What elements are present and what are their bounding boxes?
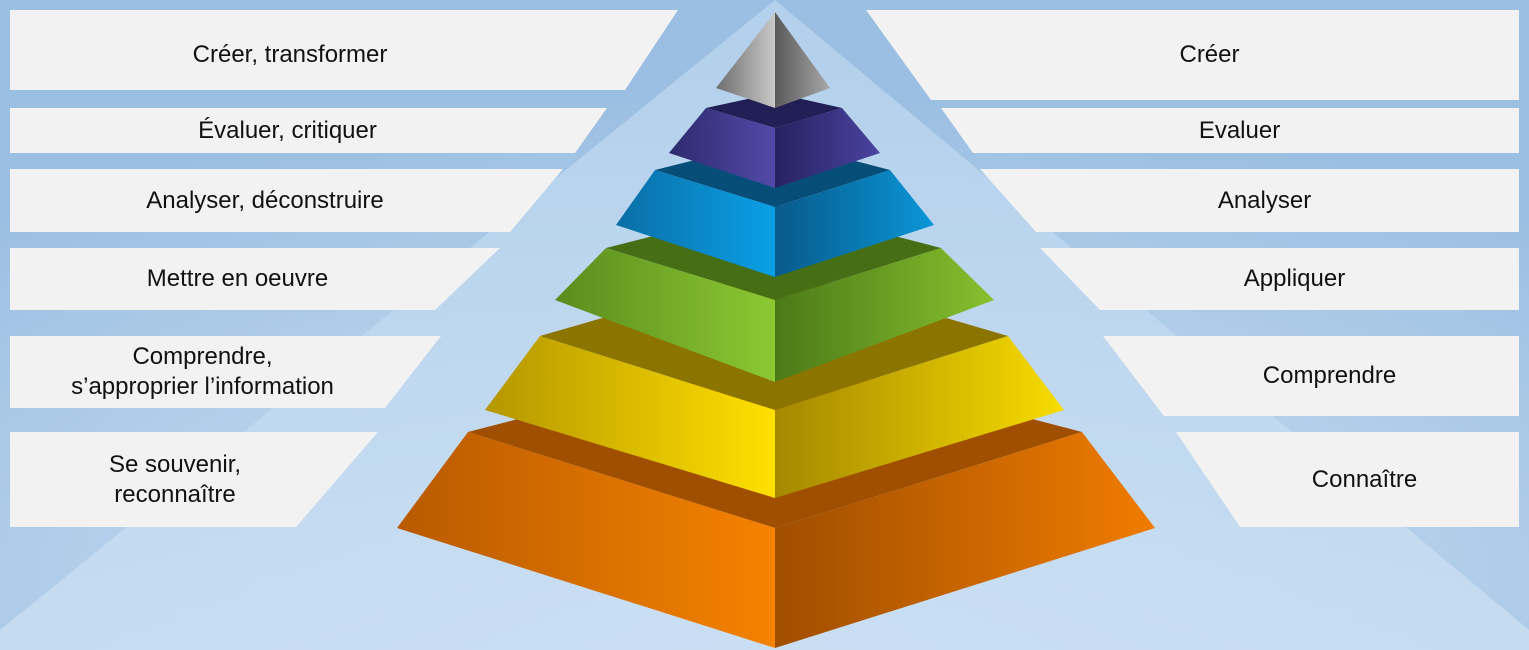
right-panel-level-1: [1176, 432, 1519, 527]
level-3-left-face: [555, 248, 775, 382]
right-panels: [866, 10, 1519, 527]
level-1-right-face: [775, 432, 1155, 648]
level-2-left-face: [485, 336, 775, 498]
pyramid-level-5: [669, 93, 880, 188]
level-1-left-face: [397, 432, 775, 648]
left-panel-level-1: [10, 432, 378, 527]
level-6-left-face: [716, 12, 775, 108]
left-panel-level-4: [10, 169, 563, 232]
left-panel-level-3: [10, 248, 500, 310]
left-panel-level-2: [10, 336, 441, 408]
pyramid-level-6: [716, 12, 830, 108]
level-4-left-face: [616, 170, 775, 277]
right-panel-level-3: [1040, 248, 1519, 310]
level-5-top: [706, 93, 842, 128]
left-panel-level-5: [10, 108, 607, 153]
level-4-right-face: [775, 170, 934, 277]
level-5-right-face: [775, 108, 880, 188]
level-6-right-face: [775, 12, 830, 108]
right-panel-level-6: [866, 10, 1519, 100]
right-panel-level-5: [941, 108, 1519, 153]
right-panel-level-4: [980, 169, 1519, 232]
level-2-right-face: [775, 336, 1064, 498]
left-panels: [10, 10, 678, 527]
pyramid: [397, 12, 1155, 648]
level-5-left-face: [669, 108, 775, 188]
right-panel-level-2: [1103, 336, 1519, 416]
level-3-right-face: [775, 248, 994, 382]
left-panel-level-6: [10, 10, 678, 90]
